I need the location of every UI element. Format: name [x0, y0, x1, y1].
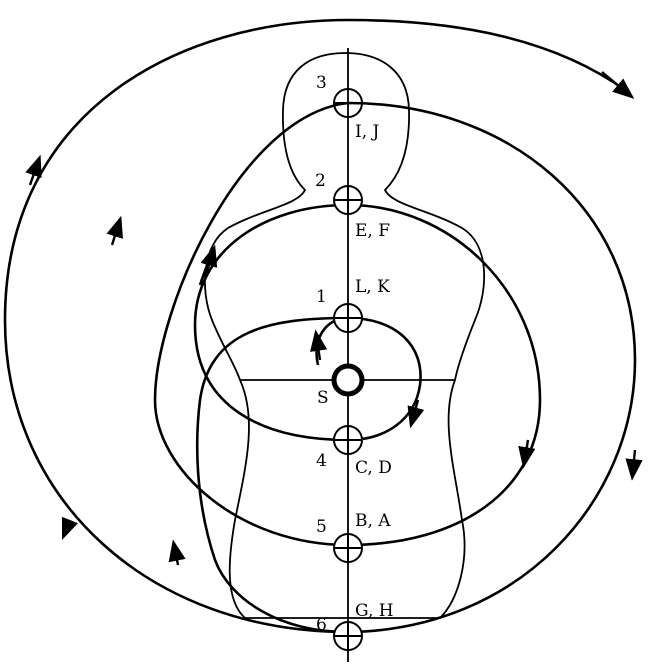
node-4: 4 C, D — [316, 425, 392, 478]
node-2: 2 E, F — [315, 171, 390, 241]
node-6: 6 G, H — [316, 601, 394, 651]
arrow-inner-right — [407, 399, 425, 429]
arrow-right-middle — [518, 439, 536, 469]
node-letters: I, J — [355, 122, 380, 142]
node-number: 2 — [315, 171, 326, 191]
arrow-right-outer — [625, 449, 643, 481]
node-letters: G, H — [355, 601, 394, 621]
arrow-lower-left — [168, 539, 186, 566]
lower-loop — [195, 316, 349, 634]
node-number: 1 — [316, 287, 327, 307]
center-label: S — [317, 388, 329, 408]
body-silhouette — [204, 52, 486, 619]
arrow-top-right — [601, 71, 635, 99]
node-5: 5 B, A — [316, 511, 391, 563]
node-number: 3 — [316, 73, 327, 93]
node-3: 3 I, J — [316, 73, 380, 142]
node-number: 4 — [316, 451, 327, 471]
arrow-left-outer — [25, 154, 42, 186]
arrow-left-inner — [200, 244, 218, 276]
center-node — [331, 363, 365, 397]
node-letters: B, A — [355, 511, 391, 531]
spiral-path — [3, 18, 637, 634]
node-letters: E, F — [355, 221, 390, 241]
arrow-inner-left — [310, 329, 328, 361]
arrow-left-middle — [106, 215, 123, 246]
node-number: 6 — [316, 615, 327, 635]
node-number: 5 — [316, 517, 327, 537]
node-letters: L, K — [355, 277, 390, 297]
node-1: 1 L, K — [316, 277, 390, 333]
node-letters: C, D — [355, 458, 392, 478]
arrow-left-lower — [61, 516, 79, 541]
